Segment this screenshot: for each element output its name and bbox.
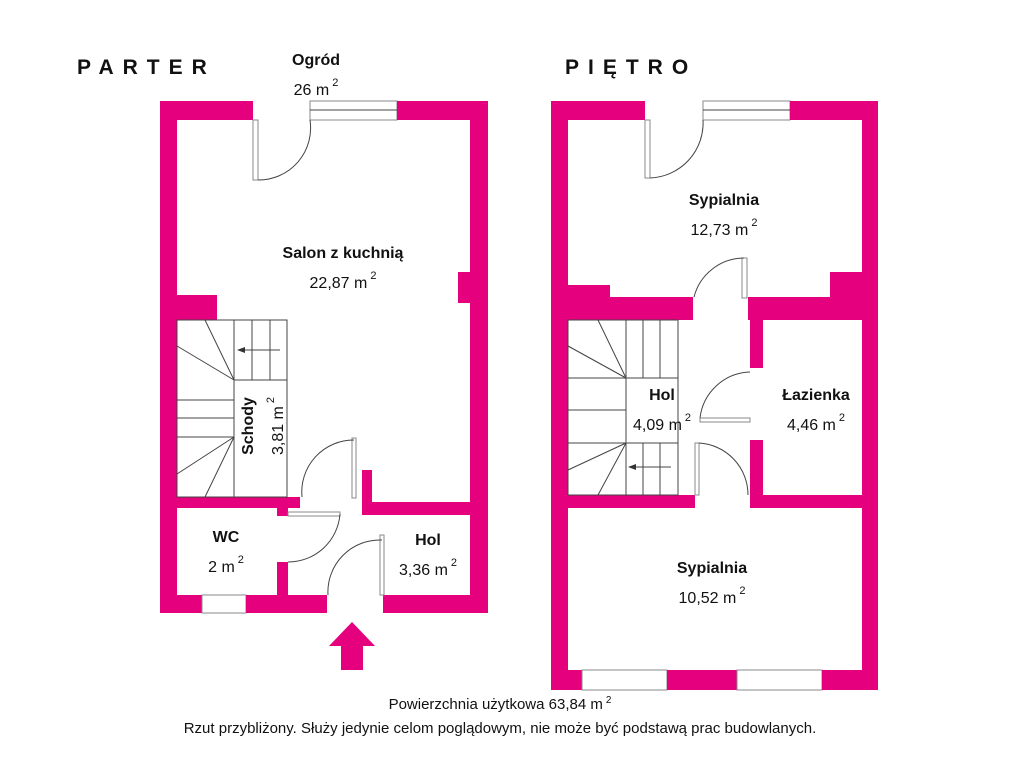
ground-floor-stairs bbox=[176, 319, 288, 498]
room-name: Sypialnia bbox=[676, 560, 748, 577]
entrance-arrow-icon bbox=[329, 622, 375, 670]
room-area: 22,87 m bbox=[309, 275, 368, 292]
room-name: Salon z kuchnią bbox=[282, 245, 404, 262]
room-name: Hol bbox=[415, 532, 441, 549]
room-area-exponent: 2 bbox=[751, 217, 758, 229]
room-area-exponent: 2 bbox=[838, 412, 846, 424]
room-name: Sypialnia bbox=[688, 192, 760, 209]
room-name: Schody bbox=[240, 397, 257, 455]
upper-floor-doors bbox=[644, 119, 751, 496]
room-area-exponent: 2 bbox=[370, 270, 377, 282]
room-area-exponent: 2 bbox=[450, 557, 458, 569]
room-name: Ogród bbox=[292, 52, 340, 69]
room-area-exponent: 2 bbox=[237, 554, 244, 566]
ground-floor-title: PARTER bbox=[77, 56, 216, 79]
room-name: Łazienka bbox=[782, 387, 850, 404]
room-area: 10,52 m bbox=[678, 590, 737, 607]
room-area: 12,73 m bbox=[690, 222, 749, 239]
room-area-exponent: 2 bbox=[265, 396, 277, 404]
total-area-text: Powierzchnia użytkowa 63,84 m bbox=[388, 696, 603, 713]
ground-floor-walls bbox=[160, 100, 488, 614]
room-area: 4,09 m bbox=[632, 417, 682, 434]
upper-floor-walls bbox=[551, 100, 878, 691]
room-name: Hol bbox=[649, 387, 675, 404]
disclaimer: Rzut przybliżony. Służy jedynie celom po… bbox=[183, 720, 817, 737]
upper-floor-title: PIĘTRO bbox=[565, 56, 698, 79]
upper-floor-stairs bbox=[567, 319, 679, 496]
room-area-exponent: 2 bbox=[332, 77, 339, 89]
room-area-exponent: 2 bbox=[684, 412, 692, 424]
room-area: 26 m bbox=[293, 82, 330, 99]
room-area-exponent: 2 bbox=[739, 585, 746, 597]
room-area: 4,46 m bbox=[786, 417, 836, 434]
total-area-exponent: 2 bbox=[605, 695, 612, 706]
ground-floor-doors bbox=[252, 119, 385, 596]
room-area: 3,81 m bbox=[270, 406, 287, 456]
room-name: WC bbox=[212, 529, 240, 546]
room-area: 3,36 m bbox=[398, 562, 448, 579]
room-label-stairs: Schody 3,81 m 2 bbox=[238, 397, 290, 455]
room-area: 2 m bbox=[208, 559, 235, 576]
